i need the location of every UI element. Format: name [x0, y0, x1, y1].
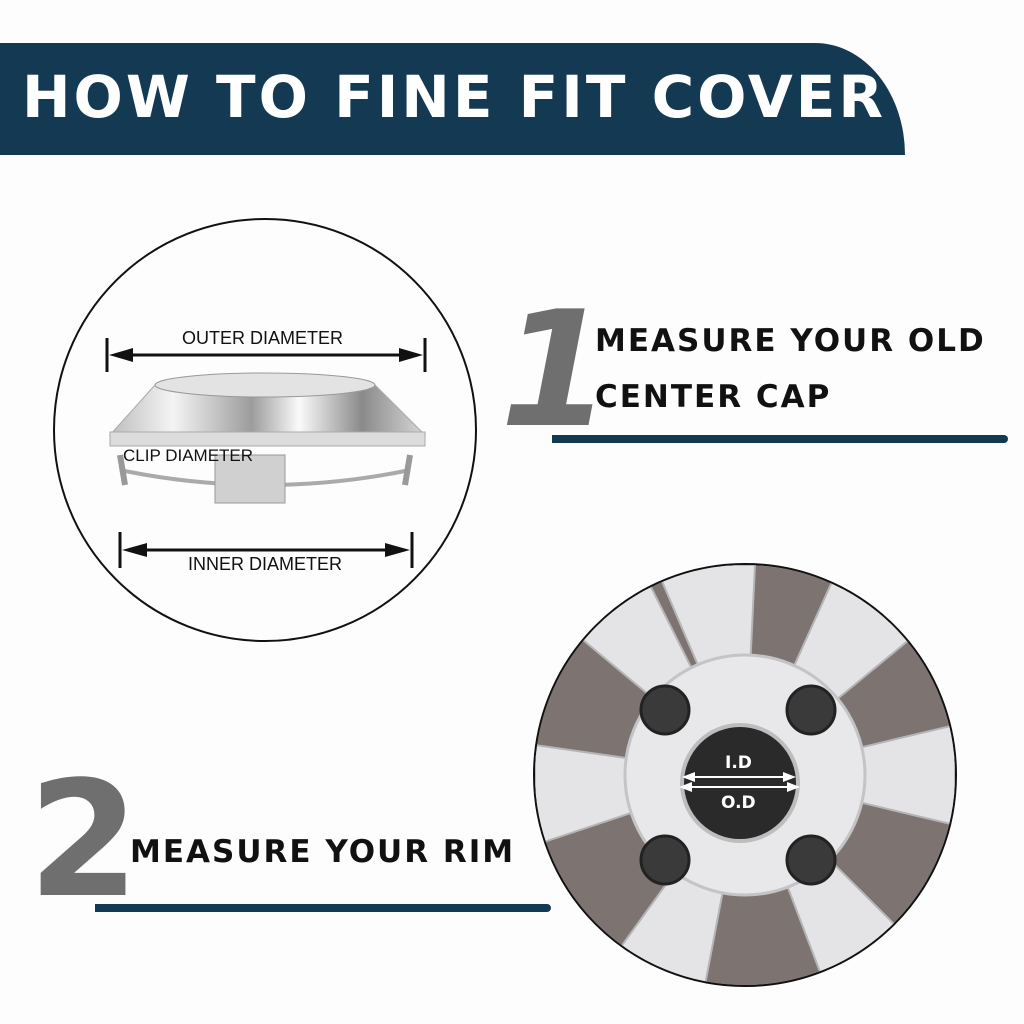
inner-diameter-label: INNER DIAMETER	[188, 554, 343, 574]
center-cap-diagram: OUTER DIAMETER CLIP DIAMETER INNER DIAME…	[53, 218, 477, 642]
id-label: I.D	[725, 753, 752, 773]
outer-diameter-label: OUTER DIAMETER	[182, 328, 344, 348]
step-1-line-1: MEASURE YOUR OLD	[595, 323, 986, 359]
step-2-number: 2	[28, 746, 140, 933]
step-1-text: MEASURE YOUR OLD CENTER CAP	[595, 313, 986, 425]
rim-diagram: I.D O.D	[533, 563, 957, 987]
rim-image	[535, 565, 955, 985]
header-banner: HOW TO FINE FIT COVER	[0, 43, 905, 155]
step-2-text: MEASURE YOUR RIM	[130, 834, 516, 870]
step-1-number: 1	[500, 276, 612, 463]
od-label: O.D	[721, 793, 756, 813]
step-2-underline	[95, 904, 551, 912]
page-title: HOW TO FINE FIT COVER	[22, 63, 887, 131]
center-cap-image	[105, 338, 427, 568]
step-1-line-2: CENTER CAP	[595, 379, 832, 415]
clip-diameter-label: CLIP DIAMETER	[123, 446, 254, 465]
step-1-underline	[552, 435, 1008, 443]
